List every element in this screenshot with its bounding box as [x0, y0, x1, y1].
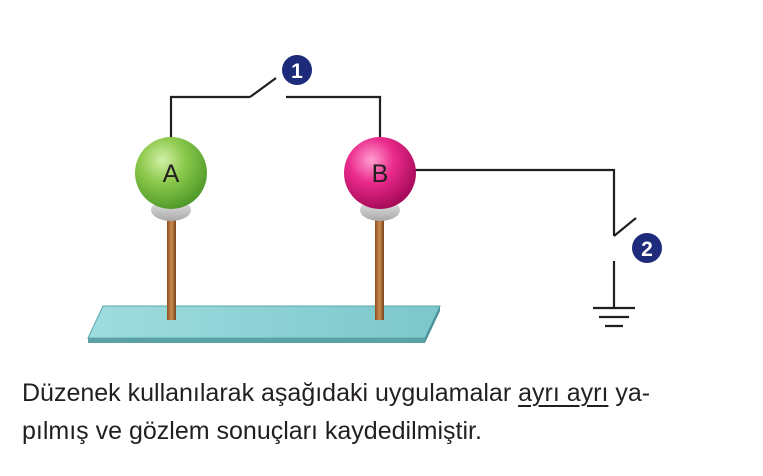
wire-switch-1 [169, 77, 382, 142]
switch-1-label: 1 [291, 60, 303, 83]
switch-2-label: 2 [641, 238, 653, 261]
insulating-rod-b [375, 212, 384, 320]
caption-part1: Düzenek kullanılarak aşağıdaki uygulamal… [22, 379, 519, 407]
caption-text: Düzenek kullanılarak aşağıdaki uygulamal… [22, 374, 752, 450]
sphere-b-label: B [372, 160, 389, 188]
sphere-b: B [344, 137, 416, 221]
caption-underlined: ayrı ayrı [518, 379, 609, 407]
wire-switch-2 [410, 168, 637, 308]
sphere-a: A [135, 137, 207, 221]
electroscope-setup-diagram: A B 1 2 [87, 55, 662, 343]
switch-1-badge: 1 [282, 55, 312, 85]
caption-part2: ya- [608, 379, 651, 407]
insulating-base [87, 305, 441, 343]
caption-line2: pılmış ve gözlem sonuçları kaydedilmişti… [22, 417, 482, 445]
ground-symbol [593, 306, 635, 328]
switch-2-badge: 2 [632, 233, 662, 263]
insulating-rod-a [167, 212, 176, 320]
sphere-a-label: A [163, 160, 180, 188]
